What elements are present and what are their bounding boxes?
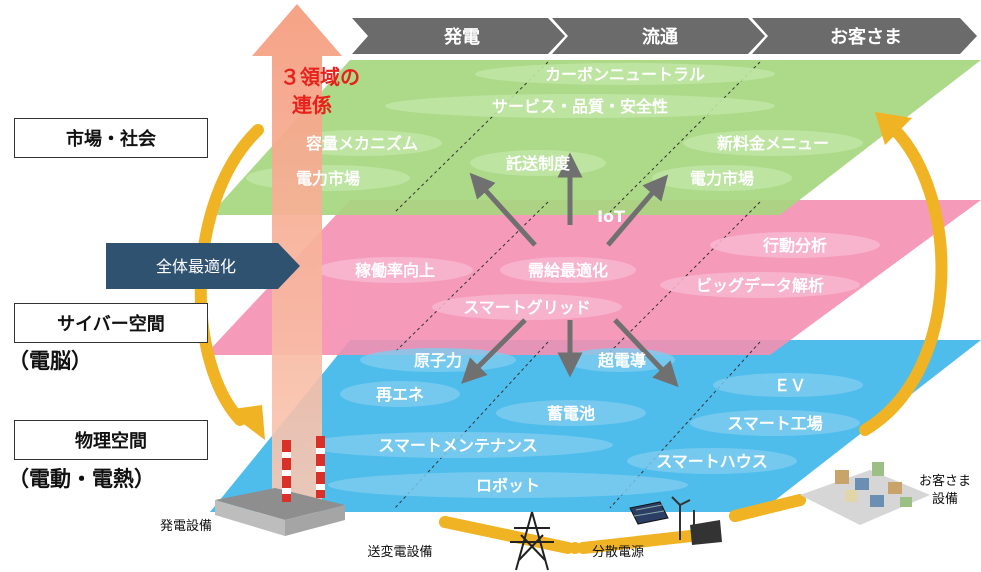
- cyber-item: スマートグリッド: [463, 298, 591, 317]
- node-plant: [439, 516, 451, 528]
- physical-item: ロボット: [476, 476, 540, 495]
- transmission-tower-icon: [510, 511, 554, 571]
- header-step-2: [552, 18, 765, 54]
- physical-item: 再エネ: [376, 385, 424, 404]
- node-distributed: [729, 510, 741, 522]
- header-step-3: [752, 18, 977, 54]
- physical-item: 超電導: [597, 351, 646, 370]
- physical-item: 原子力: [414, 351, 462, 370]
- node-customer: [794, 494, 806, 506]
- cyber-item: 需給最適化: [528, 261, 608, 280]
- cyber-ovals: [317, 232, 880, 320]
- cyber-items: IoT 行動分析 稼働率向上 需給最適化 ビッグデータ解析 スマートグリッド: [355, 207, 827, 317]
- node-substation: [569, 542, 581, 554]
- physical-item: スマートハウス: [656, 452, 768, 471]
- market-item: 容量メカニズム: [305, 134, 418, 153]
- optimize-arrow: [106, 243, 300, 289]
- cyber-item: 稼働率向上: [355, 261, 435, 280]
- cyber-layer-sublabel: （電脳）: [8, 349, 92, 373]
- customer-label-line2: 設備: [932, 491, 958, 507]
- market-item: サービス・品質・安全性: [492, 97, 668, 116]
- physical-layer-sublabel: （電動・電熱）: [8, 467, 155, 491]
- curve-arrowhead-right: [875, 112, 912, 145]
- customer-houses-icon: [800, 462, 930, 525]
- header-step-1: [352, 18, 565, 54]
- market-item: 新料金メニュー: [717, 134, 829, 153]
- physical-item: 蓄電池: [547, 404, 595, 423]
- cyber-item: ビッグデータ解析: [696, 276, 824, 295]
- market-items: カーボンニュートラル サービス・品質・安全性 容量メカニズム 託送制度 新料金メ…: [296, 65, 829, 188]
- market-item: 託送制度: [506, 154, 571, 173]
- header-step-2-label: 流通: [642, 26, 678, 48]
- physical-layer-label: 物理空間: [14, 420, 208, 460]
- optimize-label: 全体最適化: [156, 257, 236, 276]
- market-item: 電力市場: [690, 169, 754, 188]
- cyber-item: IoT: [597, 207, 625, 226]
- cyber-item: 行動分析: [762, 236, 827, 255]
- market-item: 電力市場: [296, 169, 360, 188]
- power-plant-icon: [215, 436, 345, 536]
- three-domain-link-arrow: [252, 4, 342, 505]
- cyber-layer-label: サイバー空間: [14, 303, 208, 343]
- header-step-1-label: 発電: [443, 26, 480, 48]
- radial-arrows: [461, 152, 679, 388]
- link-title-line2: 連係: [292, 93, 332, 117]
- physical-item: ＥＶ: [774, 376, 806, 395]
- transmission-label: 送変電設備: [367, 544, 432, 560]
- solar-wind-icon: [629, 496, 722, 545]
- market-layer-label: 市場・社会: [14, 118, 208, 158]
- customer-label-line1: お客さま: [919, 473, 971, 489]
- market-item: カーボンニュートラル: [545, 65, 705, 84]
- power-plant-label: 発電設備: [160, 518, 212, 534]
- link-title-line1: ３領域の: [280, 65, 360, 89]
- header-step-3-label: お客さま: [830, 26, 902, 48]
- physical-items: 原子力 超電導 再エネ ＥＶ 蓄電池 スマート工場 スマートメンテナンス スマー…: [376, 351, 823, 495]
- physical-item: スマート工場: [727, 414, 823, 433]
- physical-ovals: [303, 348, 863, 498]
- physical-item: スマートメンテナンス: [378, 436, 537, 455]
- curve-arrowhead-left: [225, 405, 265, 440]
- header-steps: 発電 流通 お客さま: [352, 18, 977, 54]
- distributed-label: 分散電源: [592, 545, 644, 560]
